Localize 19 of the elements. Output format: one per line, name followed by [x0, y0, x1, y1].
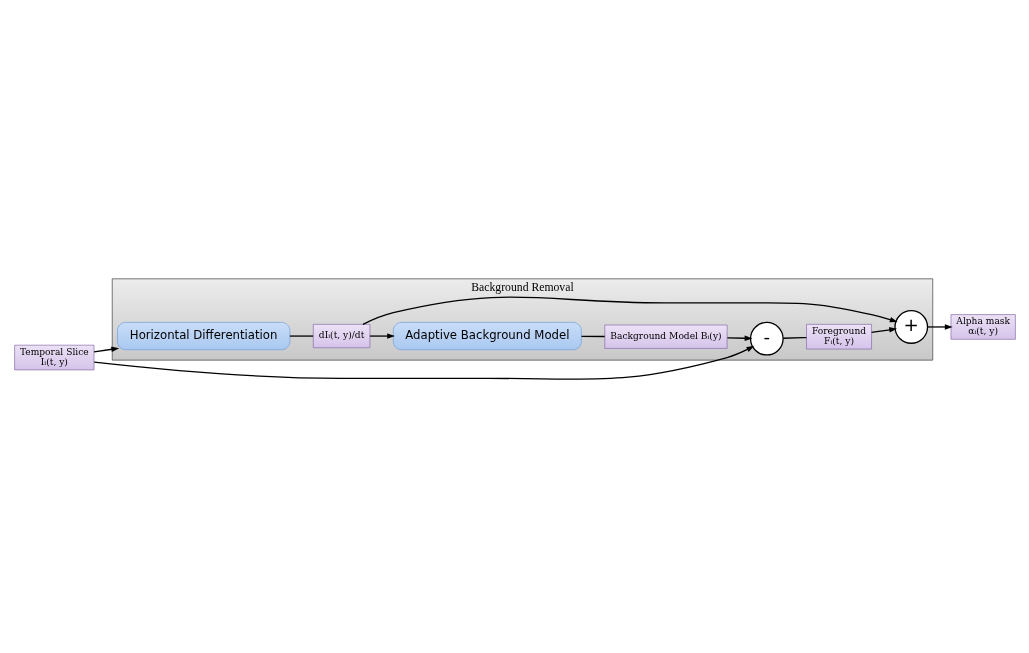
node-box: Foreground Fᵢ(t, y)	[805, 324, 872, 350]
node-circle: +	[893, 310, 928, 344]
node-box: Horizontal Differentiation	[116, 322, 290, 351]
node-box: dIᵢ(t, y)/dt	[312, 324, 370, 349]
arrow	[726, 335, 752, 341]
connector	[782, 336, 807, 339]
arrow	[926, 324, 953, 330]
node-box: Temporal Slice Iᵢ(t, y)	[13, 344, 94, 371]
connector	[288, 335, 314, 337]
connector	[580, 335, 605, 338]
arrow	[93, 345, 754, 380]
arrow	[870, 327, 897, 333]
node-circle: -	[749, 321, 784, 356]
node-box: Alpha mask αᵢ(t, y)	[950, 314, 1016, 340]
node-box: Background Model Bᵢ(y)	[603, 324, 727, 349]
node-box: Adaptive Background Model	[392, 322, 582, 351]
arrow	[368, 333, 395, 339]
arrow	[361, 296, 898, 325]
arrow	[92, 346, 119, 353]
